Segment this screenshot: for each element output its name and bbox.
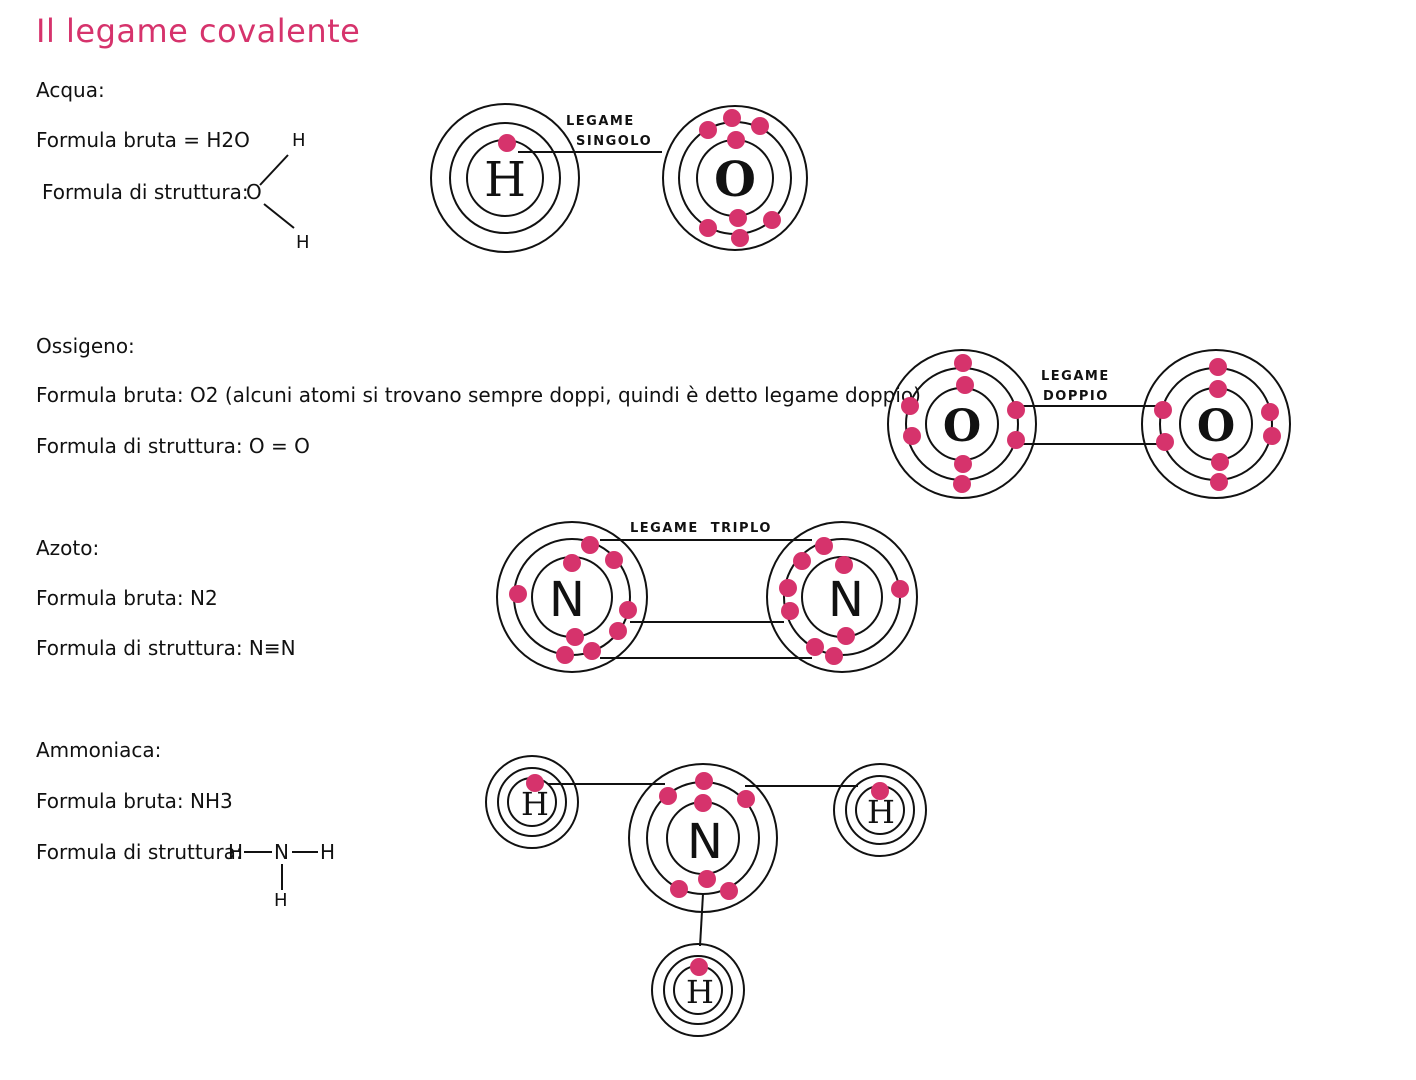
electron-dot xyxy=(695,772,713,790)
ammonia-struct-h-right: H xyxy=(320,840,336,864)
electron-dot xyxy=(1261,403,1279,421)
electron-dot xyxy=(871,782,889,800)
oxygen-formula-bruta: Formula bruta: O2 (alcuni atomi si trova… xyxy=(36,383,921,407)
electron-dot xyxy=(1007,401,1025,419)
electron-dot xyxy=(781,602,799,620)
water-formula-bruta: Formula bruta = H2O xyxy=(36,128,250,152)
electron-dot xyxy=(954,455,972,473)
water-struct-h2: H xyxy=(296,232,310,253)
oxygen-heading: Ossigeno: xyxy=(36,334,135,358)
oxygen-diagram-o1-label: O xyxy=(943,401,981,452)
electron-dot xyxy=(699,219,717,237)
electron-dot xyxy=(903,427,921,445)
oxygen-diagram-o2-label: O xyxy=(1197,401,1235,452)
page-title: Il legame covalente xyxy=(36,12,361,50)
electron-dot xyxy=(619,601,637,619)
electron-dot xyxy=(498,134,516,152)
electron-dot xyxy=(605,551,623,569)
water-bond-label-1: LEGAME xyxy=(566,114,635,129)
electron-dot xyxy=(526,774,544,792)
electron-dot xyxy=(815,537,833,555)
electron-dot xyxy=(583,642,601,660)
electron-dot xyxy=(609,622,627,640)
electron-dot xyxy=(566,628,584,646)
electron-dot xyxy=(581,536,599,554)
oxygen-bond-label-1: LEGAME xyxy=(1041,369,1110,384)
electron-dot xyxy=(723,109,741,127)
electron-dot xyxy=(731,229,749,247)
nitrogen-heading: Azoto: xyxy=(36,536,100,560)
electron-dot xyxy=(806,638,824,656)
electron-dot xyxy=(509,585,527,603)
electron-dot xyxy=(1210,473,1228,491)
water-struct-h1: H xyxy=(292,130,306,151)
electron-dot xyxy=(751,117,769,135)
water-struct-bond-2 xyxy=(263,203,295,229)
oxygen-formula-struttura: Formula di struttura: O = O xyxy=(36,434,310,458)
ammonia-diagram-h3-label: H xyxy=(686,973,714,1011)
electron-dot xyxy=(1209,358,1227,376)
electron-dot xyxy=(729,209,747,227)
water-heading: Acqua: xyxy=(36,78,105,102)
water-h-atom xyxy=(430,103,580,253)
water-diagram-h-label: H xyxy=(484,152,526,208)
electron-dot xyxy=(1154,401,1172,419)
water-bond-label-2: SINGOLO xyxy=(576,134,652,149)
ammonia-diagram-n-label: N xyxy=(687,814,723,870)
electron-dot xyxy=(779,579,797,597)
ammonia-struct-h-left: H xyxy=(228,840,244,864)
electron-dot xyxy=(563,554,581,572)
electron-dot xyxy=(901,397,919,415)
electron-dot xyxy=(837,627,855,645)
water-struct-bond-1 xyxy=(259,154,289,186)
ammonia-bond-bottom xyxy=(699,893,704,947)
ammonia-formula-struttura: Formula di struttura: xyxy=(36,840,243,864)
electron-dot xyxy=(727,131,745,149)
water-formula-struttura: Formula di struttura: xyxy=(42,180,249,204)
electron-dot xyxy=(763,211,781,229)
electron-dot xyxy=(690,958,708,976)
electron-dot xyxy=(699,121,717,139)
ammonia-struct-n: N xyxy=(274,840,289,864)
electron-dot xyxy=(1211,453,1229,471)
electron-dot xyxy=(953,475,971,493)
electron-dot xyxy=(954,354,972,372)
electron-dot xyxy=(670,880,688,898)
electron-dot xyxy=(737,790,755,808)
electron-dot xyxy=(1263,427,1281,445)
nitrogen-diagram-n2-label: N xyxy=(828,572,864,628)
electron-dot xyxy=(825,647,843,665)
ammonia-struct-h-bottom: H xyxy=(274,890,288,911)
ammonia-formula-bruta: Formula bruta: NH3 xyxy=(36,789,233,813)
electron-dot xyxy=(1156,433,1174,451)
electrons xyxy=(498,109,1281,976)
electron-dot xyxy=(835,556,853,574)
electron-dot xyxy=(698,870,716,888)
electron-dot xyxy=(556,646,574,664)
electron-dot xyxy=(891,580,909,598)
electron-dot xyxy=(793,552,811,570)
electron-dot xyxy=(694,794,712,812)
nitrogen-formula-struttura: Formula di struttura: N≡N xyxy=(36,636,296,660)
nitrogen-diagram-n1-label: N xyxy=(549,572,585,628)
electron-dot xyxy=(1209,380,1227,398)
electron-dot xyxy=(1007,431,1025,449)
electron-dot xyxy=(956,376,974,394)
electron-dot xyxy=(659,787,677,805)
water-struct-o: O xyxy=(246,180,262,204)
water-diagram-o-label: O xyxy=(714,152,756,208)
oxygen-bond-label-2: DOPPIO xyxy=(1043,389,1109,404)
nitrogen-bond-label: LEGAME TRIPLO xyxy=(630,521,772,536)
electron-dot xyxy=(720,882,738,900)
nitrogen-formula-bruta: Formula bruta: N2 xyxy=(36,586,218,610)
ammonia-heading: Ammoniaca: xyxy=(36,738,162,762)
